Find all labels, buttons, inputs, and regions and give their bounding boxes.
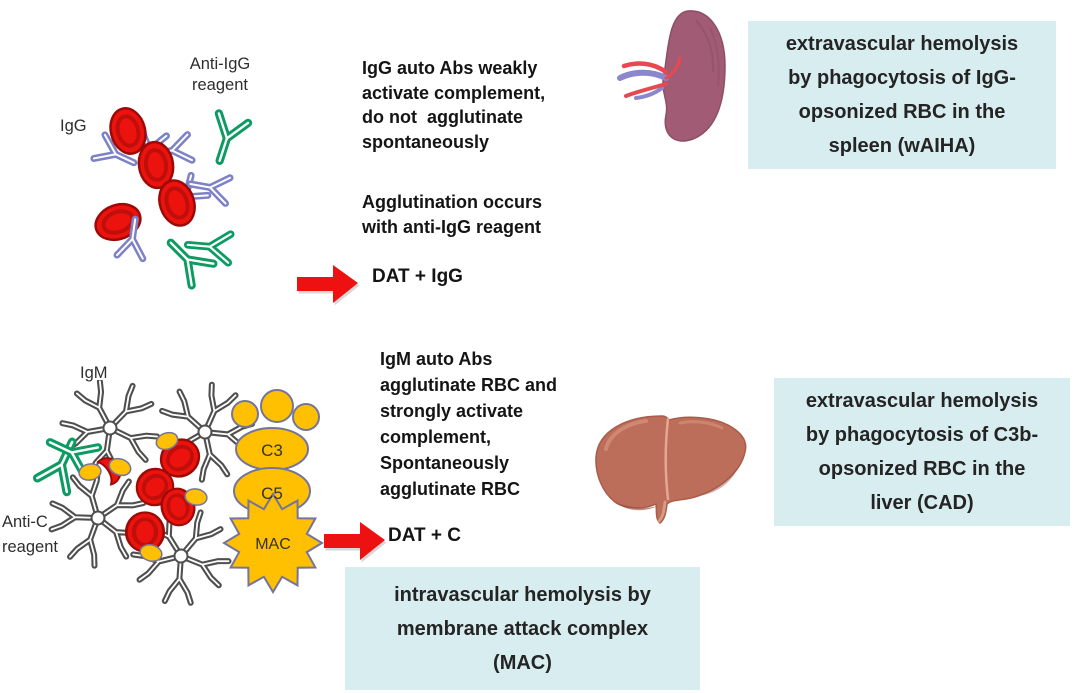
red-right-arrow-icon [324, 522, 387, 563]
waiha-outcome-text: extravascular hemolysis by phagocytosis … [785, 33, 1019, 157]
igg-rbc-agglutination-illustration [88, 102, 270, 307]
dat-igg-result: DAT + IgG [372, 266, 463, 287]
igm-label: IgM [80, 364, 108, 382]
igm-rbc-complement-illustration: C3 C5 MAC [15, 380, 324, 628]
cad-outcome-text: extravascular hemolysis by phagocytosis … [805, 390, 1039, 514]
igm-description-text: IgM auto Abs agglutinate RBC and strongl… [380, 349, 558, 499]
mac-label: MAC [255, 536, 291, 553]
spleen-organ-icon [617, 10, 726, 142]
spleen-vessels [617, 56, 682, 100]
igg-label: IgG [60, 117, 87, 135]
anti-c-reagent-label: Anti-C reagent [2, 513, 58, 556]
anti-igg-reagent-label: Anti-IgG reagent [189, 55, 251, 94]
mac-outcome-text: intravascular hemolysis by membrane atta… [394, 583, 651, 674]
red-blood-cell-icon [88, 102, 203, 248]
mac-outcome-box: intravascular hemolysis by membrane atta… [345, 567, 700, 690]
igg-agglutination-text: Agglutination occurs with anti-IgG reage… [362, 192, 542, 237]
complement-cascade: C3 C5 MAC [222, 389, 324, 594]
c5-label: C5 [261, 484, 283, 503]
red-right-arrow-icon [297, 265, 360, 306]
c3-label: C3 [261, 441, 283, 460]
waiha-outcome-box: extravascular hemolysis by phagocytosis … [748, 21, 1056, 169]
liver-organ-icon [595, 415, 747, 524]
mac-starburst [222, 492, 324, 594]
reagent-antibody-icon [37, 428, 98, 492]
igg-description-text: IgG auto Abs weakly activate complement,… [362, 58, 546, 152]
dat-c-result: DAT + C [388, 525, 462, 546]
cad-outcome-box: extravascular hemolysis by phagocytosis … [774, 378, 1070, 526]
